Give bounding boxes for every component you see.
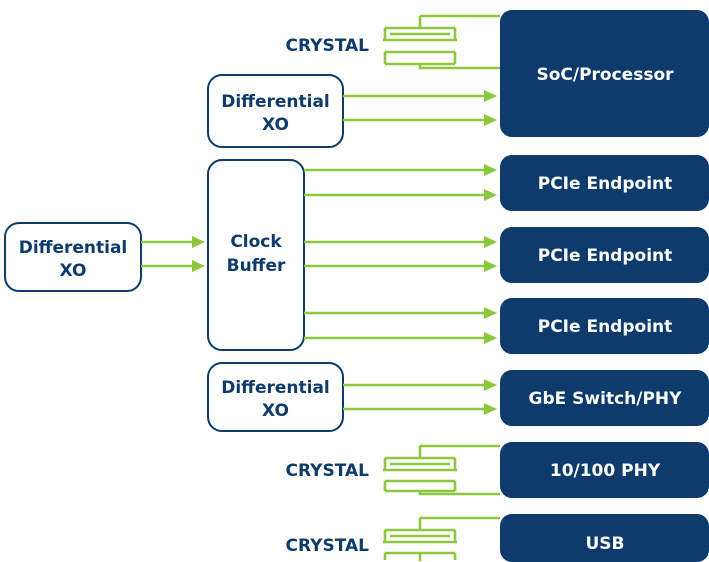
crystal-label-1: CRYSTAL <box>286 36 370 56</box>
differential-xo-left <box>4 222 142 292</box>
soc-processor-label: SoC/Processor <box>536 65 674 85</box>
differential-xo-bottom-line1: Differential <box>221 378 330 398</box>
gbe-switch-phy-block <box>500 370 709 426</box>
pcie-endpoint-label-3: PCIe Endpoint <box>538 317 673 337</box>
buffer-to-pcie-2-wires <box>304 236 497 272</box>
clock-buffer <box>207 159 305 351</box>
pcie-endpoint-block-2 <box>500 227 709 283</box>
gbe-switch-phy-label: GbE Switch/PHY <box>529 389 683 409</box>
soc-processor-block <box>500 10 709 137</box>
pcie-endpoint-block-3 <box>500 298 709 354</box>
phy-10-100-block <box>500 442 709 498</box>
differential-xo-top-line2: XO <box>262 115 289 135</box>
xo-left-to-buffer-wires <box>141 236 205 272</box>
differential-xo-bottom <box>207 362 344 432</box>
usb-label: USB <box>585 534 624 554</box>
usb-block <box>500 514 709 562</box>
pcie-endpoint-label-2: PCIe Endpoint <box>538 246 673 266</box>
clock-buffer-line2: Buffer <box>227 256 286 276</box>
differential-xo-left-line2: XO <box>60 261 87 281</box>
phy-10-100-label: 10/100 PHY <box>550 461 661 481</box>
differential-xo-left-line1: Differential <box>19 238 128 258</box>
crystal-symbol-1 <box>383 14 500 70</box>
xo-top-to-soc-wires <box>343 90 497 126</box>
differential-xo-top-line1: Differential <box>221 92 330 112</box>
buffer-to-pcie-3-wires <box>304 307 497 344</box>
crystal-label-3: CRYSTAL <box>286 536 370 556</box>
pcie-endpoint-label-1: PCIe Endpoint <box>538 174 673 194</box>
pcie-endpoint-block-1 <box>500 155 709 211</box>
crystal-symbol-3 <box>383 516 500 561</box>
differential-xo-bottom-line2: XO <box>262 401 289 421</box>
xo-bottom-to-gbe-wires <box>343 379 497 415</box>
differential-xo-top <box>207 74 344 148</box>
clock-buffer-line1: Clock <box>230 232 282 252</box>
crystal-symbol-2 <box>383 444 500 496</box>
buffer-to-pcie-1-wires <box>304 164 497 201</box>
crystal-label-2: CRYSTAL <box>286 461 370 481</box>
